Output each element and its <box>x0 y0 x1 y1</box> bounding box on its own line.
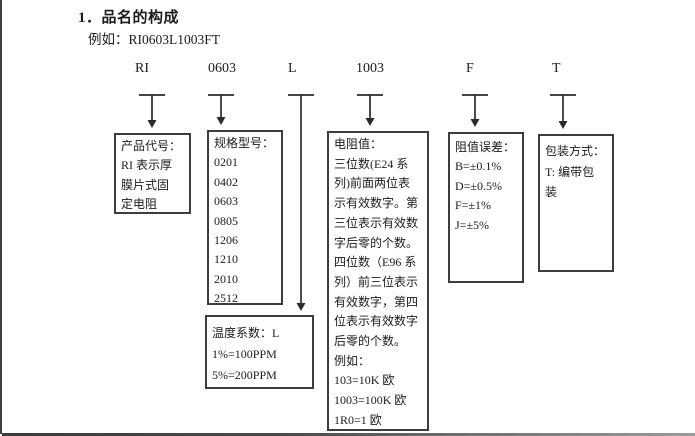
page-left-border-line <box>0 0 2 434</box>
arrow-size-icon <box>208 94 234 125</box>
box-packaging: 包装方式： T: 编带包 装 <box>538 134 614 272</box>
part-code-segment-size: 0603 <box>208 61 236 76</box>
arrow-tolerance-icon <box>462 94 488 127</box>
part-code-segment-packaging: T <box>552 61 561 76</box>
part-code-segment-ri: RI <box>135 61 149 76</box>
box-temp-coefficient: 温度系数：L 1%=100PPM 5%=200PPM <box>205 315 314 389</box>
page-bottom-border-line <box>2 433 695 436</box>
arrow-tcr-icon <box>288 94 314 311</box>
box-tolerance: 阻值误差： B=±0.1% D=±0.5% F=±1% J=±5% <box>448 132 524 283</box>
arrow-value-icon <box>357 94 383 126</box>
part-code-segment-tolerance: F <box>466 61 474 76</box>
box-size-spec: 规格型号： 0201 0402 0603 0805 1206 1210 2010… <box>207 130 283 305</box>
box-product-code: 产品代号： RI 表示厚 膜片式固 定电阻 <box>114 133 191 214</box>
box-resistance-value: 电阻值： 三位数(E24 系 列)前面两位表 示有效数字。第 三位表示有效数 字… <box>327 131 429 431</box>
arrow-ri-icon <box>139 94 165 128</box>
example-part-number: 例如：RI0603L1003FT <box>88 32 221 47</box>
part-code-segment-tcr: L <box>288 61 297 76</box>
arrow-packaging-icon <box>550 94 576 129</box>
section-title: 1．品名的构成 <box>78 10 180 26</box>
part-code-segment-value: 1003 <box>356 61 384 76</box>
